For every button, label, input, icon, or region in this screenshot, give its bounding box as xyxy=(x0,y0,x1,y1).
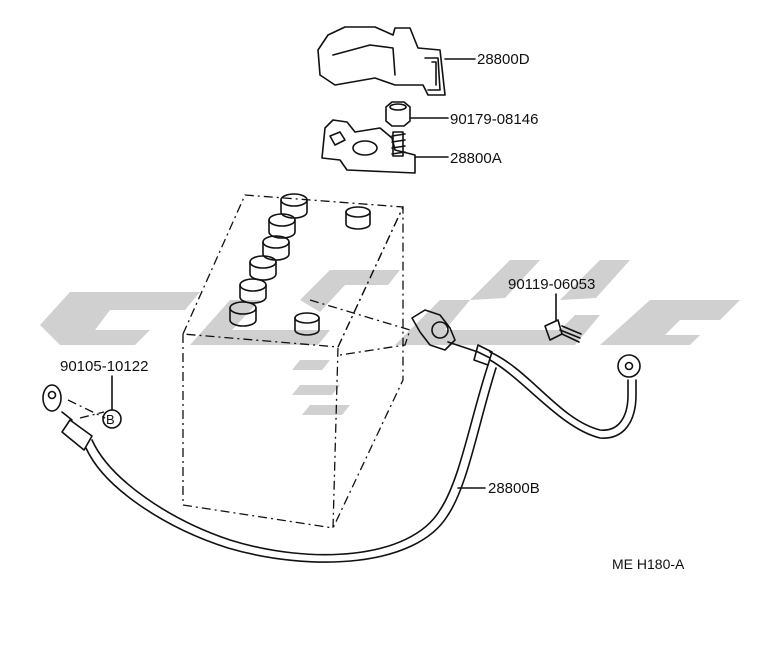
cell-cap xyxy=(229,301,257,327)
label-cable: 28800B xyxy=(488,480,540,497)
label-positive-clamp: 28800A xyxy=(450,150,502,167)
label-nut: 90179-08146 xyxy=(450,111,538,128)
cell-cap xyxy=(268,213,296,239)
watermark-logo xyxy=(40,260,740,415)
terminal-cover xyxy=(317,26,446,96)
bolt xyxy=(544,319,582,343)
callout-b-circle xyxy=(102,409,122,429)
cell-cap xyxy=(249,255,277,281)
label-terminal-cover: 28800D xyxy=(477,51,530,68)
nut xyxy=(385,101,411,127)
label-bolt: 90119-06053 xyxy=(508,276,595,293)
battery xyxy=(182,193,411,529)
callout-dash xyxy=(67,399,106,419)
battery-post xyxy=(345,206,371,230)
battery-post xyxy=(294,312,320,336)
battery-cable xyxy=(42,309,641,563)
figure-code: ME H180-A xyxy=(612,556,685,572)
callout-b: B xyxy=(106,412,115,427)
callout-dash xyxy=(79,411,105,419)
positive-clamp xyxy=(321,119,416,174)
cell-cap xyxy=(239,278,267,304)
label-ground-bolt: 90105-10122 xyxy=(60,358,148,375)
